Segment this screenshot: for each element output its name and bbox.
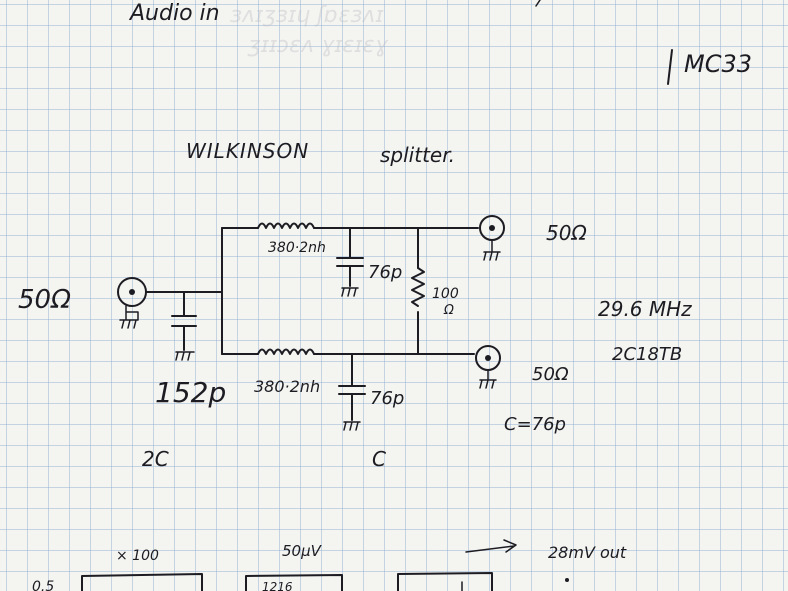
isolation-resistor — [411, 267, 425, 307]
top-cap-value: 76p — [368, 262, 402, 283]
bottom-inductor — [257, 348, 315, 355]
bottom-output-pin — [485, 355, 491, 361]
bleed-through: ʒɪɪɔɛʌ ɣɪɛɪɛɣ — [247, 33, 389, 58]
page-title: WILKINSON — [186, 139, 309, 163]
cap-equation: C=76p — [504, 414, 566, 435]
margin-mark — [535, 0, 541, 7]
top-cap-plates — [336, 257, 364, 267]
dot-mark — [565, 578, 569, 582]
resistor-unit: Ω — [443, 303, 454, 318]
ground-symbol — [341, 287, 359, 297]
input-impedance: 50Ω — [18, 285, 71, 315]
ground-symbol — [483, 239, 501, 261]
attenuator-block — [245, 574, 343, 591]
input-cap-value: 152p — [155, 376, 226, 409]
ground-symbol — [479, 369, 497, 389]
label-c: C — [372, 447, 386, 471]
output-block — [397, 572, 493, 591]
part-number: 2C18TB — [612, 344, 682, 365]
top-inductor-value: 380·2nh — [268, 240, 326, 256]
label-2c: 2C — [142, 447, 169, 471]
top-output-impedance: 50Ω — [546, 221, 587, 245]
bottom-cap-plates — [338, 385, 366, 395]
capacitor-plates — [171, 315, 197, 327]
top-inductor — [257, 222, 315, 229]
bottom-output-note: 28mV out — [548, 543, 627, 562]
bottom-box-fragment: 1216 — [262, 580, 293, 591]
top-output-pin — [489, 225, 495, 231]
ground-symbol — [343, 421, 361, 431]
page-title-suffix: splitter. — [380, 143, 455, 167]
ground-symbol — [119, 305, 139, 329]
ground-symbol — [175, 351, 195, 361]
amplifier-block — [81, 573, 203, 591]
bottom-inductor-value: 380·2nh — [254, 377, 320, 396]
arrow-icon — [465, 539, 517, 553]
bottom-left-fragment: 0.5 — [32, 579, 54, 591]
bottom-output-impedance: 50Ω — [532, 364, 569, 385]
resistor-value: 100 — [432, 286, 459, 302]
bottom-cap-value: 76p — [370, 388, 404, 409]
bleed-through: ɜʌɪʒɜɪɥ ʃɒɛɜʌɪ — [230, 3, 384, 28]
bottom-level: 50μV — [282, 542, 323, 560]
top-note: Audio in — [128, 1, 220, 26]
top-right-note: MC33 — [684, 50, 752, 78]
input-bnc-pin — [129, 289, 135, 295]
bottom-gain: × 100 — [116, 548, 159, 564]
frequency-note: 29.6 MHz — [598, 297, 692, 321]
margin-stroke — [667, 49, 673, 85]
